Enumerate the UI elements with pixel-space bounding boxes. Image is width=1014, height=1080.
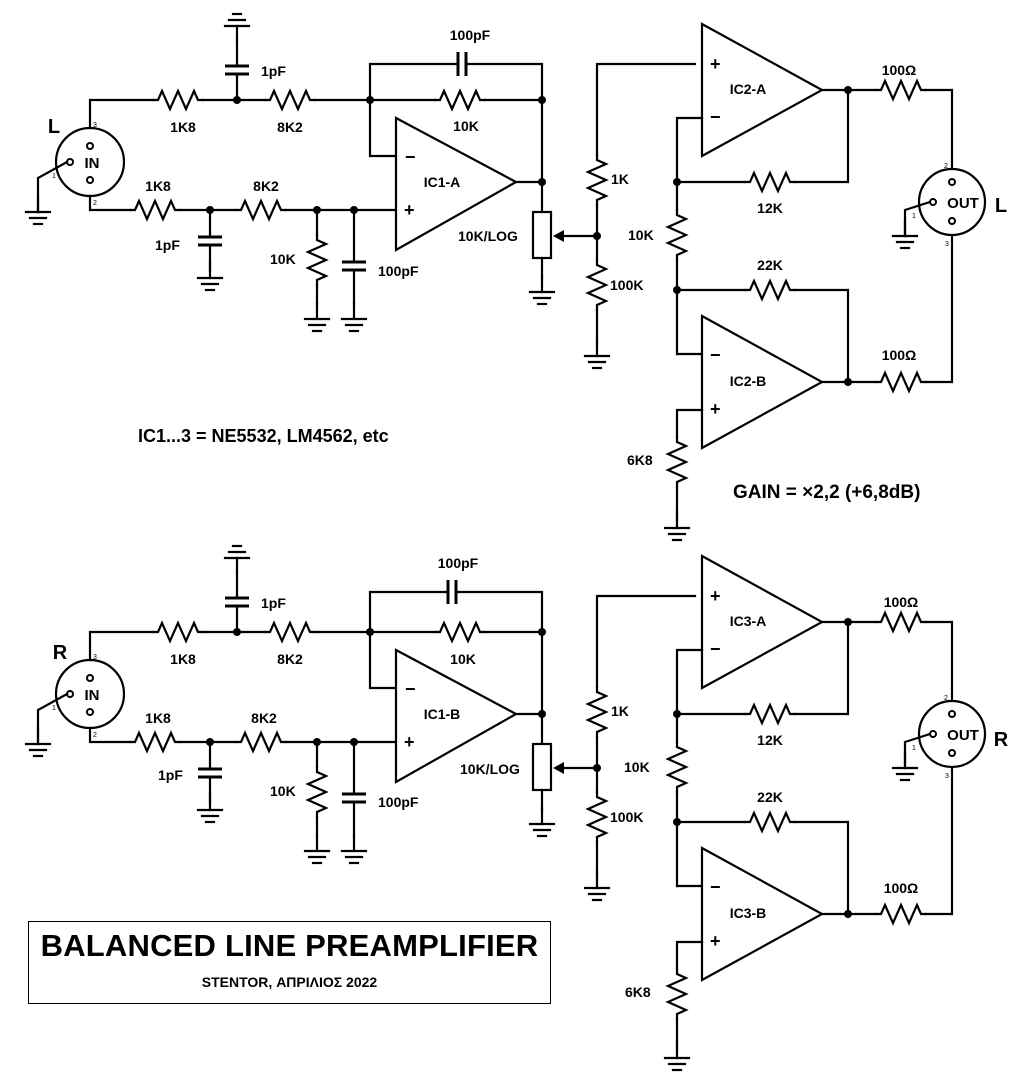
channel-label: L <box>995 195 1007 217</box>
r-in-bottom-label: 1K8 <box>145 710 171 726</box>
channel-left: IN L 3 2 1 1K8 1pF 8K2 100pF 10K <box>24 12 1007 542</box>
input-connector: IN L 3 2 1 <box>48 116 126 207</box>
input-label: IN <box>85 687 100 704</box>
r-mid-top-label: 8K2 <box>277 119 303 135</box>
r-series-label: 1K <box>611 703 629 719</box>
c-fb-label: 100pF <box>438 555 479 571</box>
r-out-bottom-label: 100Ω <box>884 880 919 896</box>
pin-ground-label: 1 <box>912 213 916 220</box>
pin-cold-label: 3 <box>93 654 97 661</box>
r-series-label: 1K <box>611 171 629 187</box>
opamp-out-a-label: IC2-A <box>730 81 767 97</box>
r-in-bottom-label: 1K8 <box>145 178 171 194</box>
pot-label: 10K/LOG <box>460 761 520 777</box>
r-inv-label: 10K <box>628 227 654 243</box>
r-bias-label: 100K <box>610 809 643 825</box>
opamp-input <box>394 648 519 784</box>
r-inv-label: 10K <box>624 759 650 775</box>
potentiometer <box>531 742 553 792</box>
r-fb-a-label: 12K <box>757 200 783 216</box>
r-out-top-label: 100Ω <box>882 62 917 78</box>
r-out-bottom-label: 100Ω <box>882 347 917 363</box>
pin-cold-label: 3 <box>945 773 949 780</box>
plus-sign: + <box>710 931 721 951</box>
r-out-top-label: 100Ω <box>884 594 919 610</box>
minus-sign: − <box>710 345 721 365</box>
pin-hot-label: 2 <box>944 695 948 702</box>
pin-cold-label: 3 <box>93 122 97 129</box>
ic-note: IC1...3 = NE5532, LM4562, etc <box>138 426 389 446</box>
opamp-input-label: IC1-A <box>424 174 461 190</box>
r-fb-b-label: 22K <box>757 257 783 273</box>
channel-label: L <box>48 116 60 138</box>
gain-note: GAIN = ×2,2 (+6,8dB) <box>733 482 920 503</box>
opamp-out-b <box>700 846 825 982</box>
r-bias-label: 100K <box>610 277 643 293</box>
r-fb-a-label: 12K <box>757 732 783 748</box>
channel-label: R <box>53 642 68 664</box>
r-gnd-b-label: 6K8 <box>625 984 651 1000</box>
opamp-input <box>394 116 519 252</box>
pin-hot-label: 2 <box>93 732 97 739</box>
minus-sign: − <box>405 147 416 167</box>
title: BALANCED LINE PREAMPLIFIER <box>40 928 539 963</box>
r-fb-b-label: 22K <box>757 789 783 805</box>
plus-sign: + <box>710 586 721 606</box>
output-label: OUT <box>947 727 979 744</box>
opamp-out-a-label: IC3-A <box>730 613 767 629</box>
input-connector: IN R 3 2 1 <box>52 642 126 739</box>
r-shunt-label: 10K <box>270 251 296 267</box>
c-top-label: 1pF <box>261 595 286 611</box>
minus-sign: − <box>710 107 721 127</box>
input-label: IN <box>85 155 100 172</box>
opamp-out-a <box>700 554 825 690</box>
r-in-top-label: 1K8 <box>170 119 196 135</box>
opamp-out-a <box>700 22 825 158</box>
r-mid-bottom-label: 8K2 <box>253 178 279 194</box>
plus-sign: + <box>710 54 721 74</box>
opamp-input-label: IC1-B <box>424 706 461 722</box>
title-block: BALANCED LINE PREAMPLIFIER STENTOR, ΑΠΡΙ… <box>28 921 551 1004</box>
minus-sign: − <box>710 877 721 897</box>
output-connector: OUT L 2 3 1 <box>912 163 1007 248</box>
r-mid-top-label: 8K2 <box>277 651 303 667</box>
subtitle: STENTOR, ΑΠΡΙΛΙΟΣ 2022 <box>201 974 378 990</box>
pot-label: 10K/LOG <box>458 228 518 244</box>
channel-label: R <box>994 729 1009 751</box>
minus-sign: − <box>405 679 416 699</box>
pin-cold-label: 3 <box>945 241 949 248</box>
minus-sign: − <box>710 639 721 659</box>
r-gnd-b-label: 6K8 <box>627 452 653 468</box>
opamp-out-b <box>700 314 825 450</box>
c-shunt-label: 100pF <box>378 794 419 810</box>
r-in-top-label: 1K8 <box>170 651 196 667</box>
c-top-label: 1pF <box>261 63 286 79</box>
c-fb-label: 100pF <box>450 27 491 43</box>
pin-ground-label: 1 <box>52 173 56 180</box>
pin-hot-label: 2 <box>944 163 948 170</box>
output-label: OUT <box>947 195 979 212</box>
plus-sign: + <box>404 732 415 752</box>
r-shunt-label: 10K <box>270 783 296 799</box>
potentiometer <box>531 210 553 260</box>
channel-right: IN R 3 2 1 1K8 1pF 8K2 100pF 10K <box>24 544 1009 1072</box>
output-connector: OUT R 2 3 1 <box>912 695 1009 780</box>
r-mid-bottom-label: 8K2 <box>251 710 277 726</box>
plus-sign: + <box>404 200 415 220</box>
c-bottom-label: 1pF <box>155 237 180 253</box>
opamp-out-b-label: IC3-B <box>730 905 767 921</box>
r-fb-label: 10K <box>453 118 479 134</box>
r-fb-label: 10K <box>450 651 476 667</box>
c-shunt-label: 100pF <box>378 263 419 279</box>
c-bottom-label: 1pF <box>158 767 183 783</box>
pin-hot-label: 2 <box>93 200 97 207</box>
plus-sign: + <box>710 399 721 419</box>
opamp-out-b-label: IC2-B <box>730 373 767 389</box>
pin-ground-label: 1 <box>912 745 916 752</box>
pin-ground-label: 1 <box>52 705 56 712</box>
